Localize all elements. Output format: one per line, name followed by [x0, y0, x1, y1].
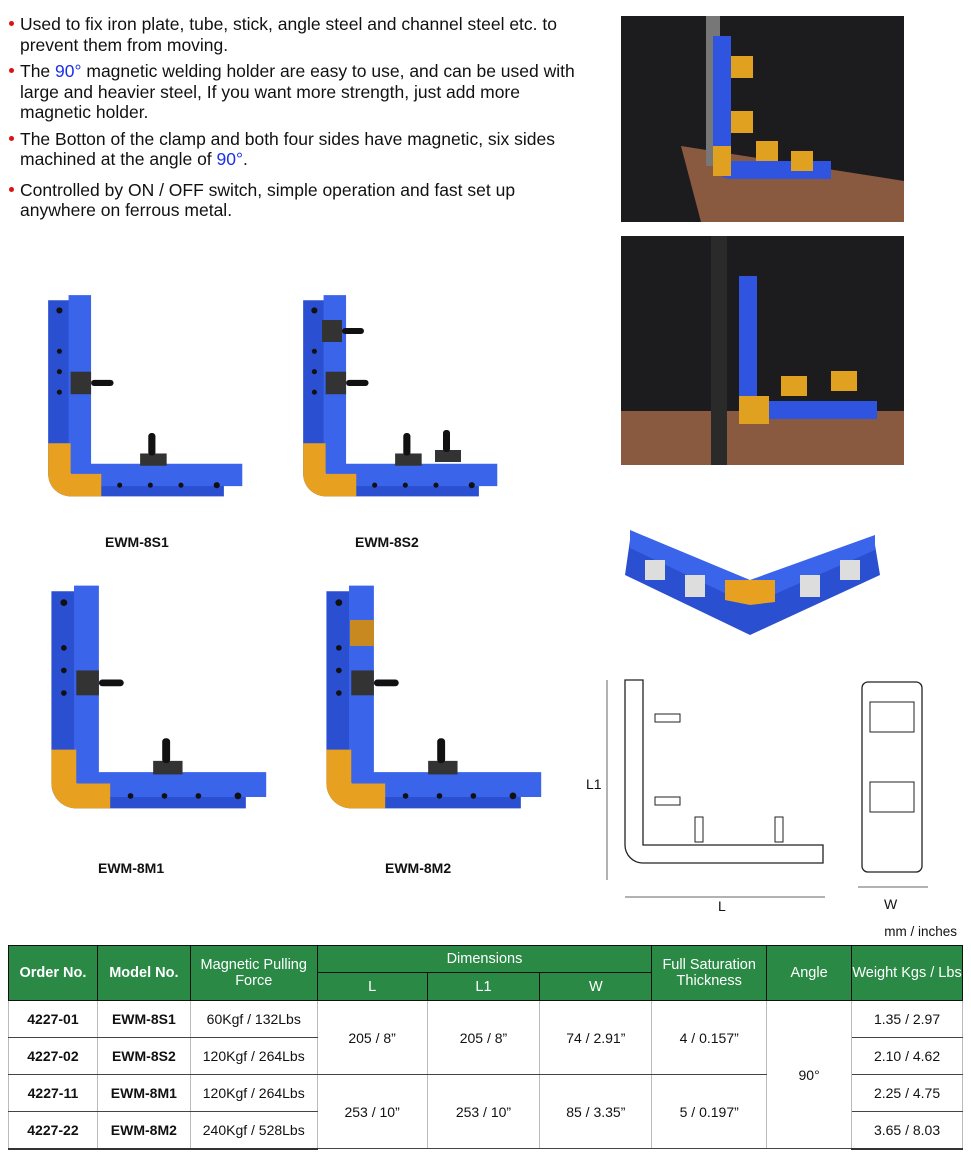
feature-text: The: [20, 61, 56, 81]
angle: 90°: [766, 1000, 853, 1149]
model-no: EWM-8M2: [96, 1111, 191, 1150]
product-label: EWM-8M1: [98, 860, 165, 876]
feature-text: The Botton of the clamp and both four si…: [20, 128, 556, 170]
feature-text: magnetic welding holder are easy to use,…: [20, 61, 575, 122]
feature-highlight: 90°: [55, 61, 82, 81]
header-thickness: Full Saturation Thickness: [651, 945, 768, 1001]
pulling-force: 120Kgf / 264Lbs: [189, 1074, 318, 1112]
dimension-diagram-front: [606, 679, 825, 898]
model-no: EWM-8S1: [96, 1000, 191, 1038]
header-angle: Angle: [766, 945, 853, 1001]
model-no: EWM-8M1: [96, 1074, 191, 1112]
weight: 2.10 / 4.62: [851, 1037, 963, 1075]
product-photo-plate: [621, 16, 904, 222]
product-label: EWM-8S2: [355, 534, 419, 550]
product-label: EWM-8M2: [385, 860, 452, 876]
dim-w: 74 / 2.91”: [539, 1000, 653, 1075]
feature-item: The Botton of the clamp and both four si…: [8, 129, 583, 170]
dim-l1: 205 / 8”: [426, 1000, 541, 1075]
product-image-ewm-8s1: [15, 290, 255, 525]
feature-highlight: 90°: [216, 149, 243, 169]
dimension-l1-label: L1: [586, 776, 602, 792]
header-l1: L1: [426, 972, 541, 1001]
thickness: 4 / 0.157”: [651, 1000, 768, 1075]
product-image-ewm-8m1: [51, 585, 267, 809]
dimension-diagram-side: [858, 681, 928, 888]
header-model-no: Model No.: [96, 945, 191, 1001]
feature-text: .: [243, 149, 248, 169]
header-l: L: [316, 972, 428, 1001]
dim-l1: 253 / 10”: [426, 1074, 541, 1149]
weight: 2.25 / 4.75: [851, 1074, 963, 1112]
header-pulling-force: Magnetic Pulling Force: [189, 945, 318, 1001]
weight: 1.35 / 2.97: [851, 1000, 963, 1038]
order-no: 4227-22: [8, 1111, 98, 1150]
thickness: 5 / 0.197”: [651, 1074, 768, 1149]
header-weight: Weight Kgs / Lbs: [851, 945, 963, 1001]
order-no: 4227-01: [8, 1000, 98, 1038]
spec-table: Order No. Model No. Magnetic Pulling For…: [8, 945, 963, 1150]
pulling-force: 120Kgf / 264Lbs: [189, 1037, 318, 1075]
feature-text: Controlled by ON / OFF switch, simple op…: [20, 179, 516, 221]
units-note: mm / inches: [884, 924, 957, 939]
header-w: W: [539, 972, 653, 1001]
feature-text: Used to fix iron plate, tube, stick, ang…: [20, 14, 557, 55]
order-no: 4227-02: [8, 1037, 98, 1075]
product-image-ewm-8s2: [270, 290, 510, 525]
header-dimensions: Dimensions: [316, 945, 653, 973]
order-no: 4227-11: [8, 1074, 98, 1112]
feature-item: Controlled by ON / OFF switch, simple op…: [8, 180, 583, 221]
dimension-l-label: L: [718, 898, 726, 914]
model-no: EWM-8S2: [96, 1037, 191, 1075]
feature-item: The 90° magnetic welding holder are easy…: [8, 61, 583, 123]
weight: 3.65 / 8.03: [851, 1111, 963, 1150]
pulling-force: 240Kgf / 528Lbs: [189, 1111, 318, 1150]
feature-item: Used to fix iron plate, tube, stick, ang…: [8, 14, 583, 55]
feature-list: Used to fix iron plate, tube, stick, ang…: [8, 14, 583, 227]
product-image-3d: [625, 530, 880, 635]
header-order-no: Order No.: [8, 945, 98, 1001]
dimension-w-label: W: [884, 896, 898, 912]
pulling-force: 60Kgf / 132Lbs: [189, 1000, 318, 1038]
product-label: EWM-8S1: [105, 534, 169, 550]
dim-l: 253 / 10”: [316, 1074, 428, 1149]
dim-l: 205 / 8”: [316, 1000, 428, 1075]
dim-w: 85 / 3.35”: [539, 1074, 653, 1149]
product-photo-tube: [621, 236, 904, 465]
product-image-ewm-8m2: [326, 585, 542, 809]
